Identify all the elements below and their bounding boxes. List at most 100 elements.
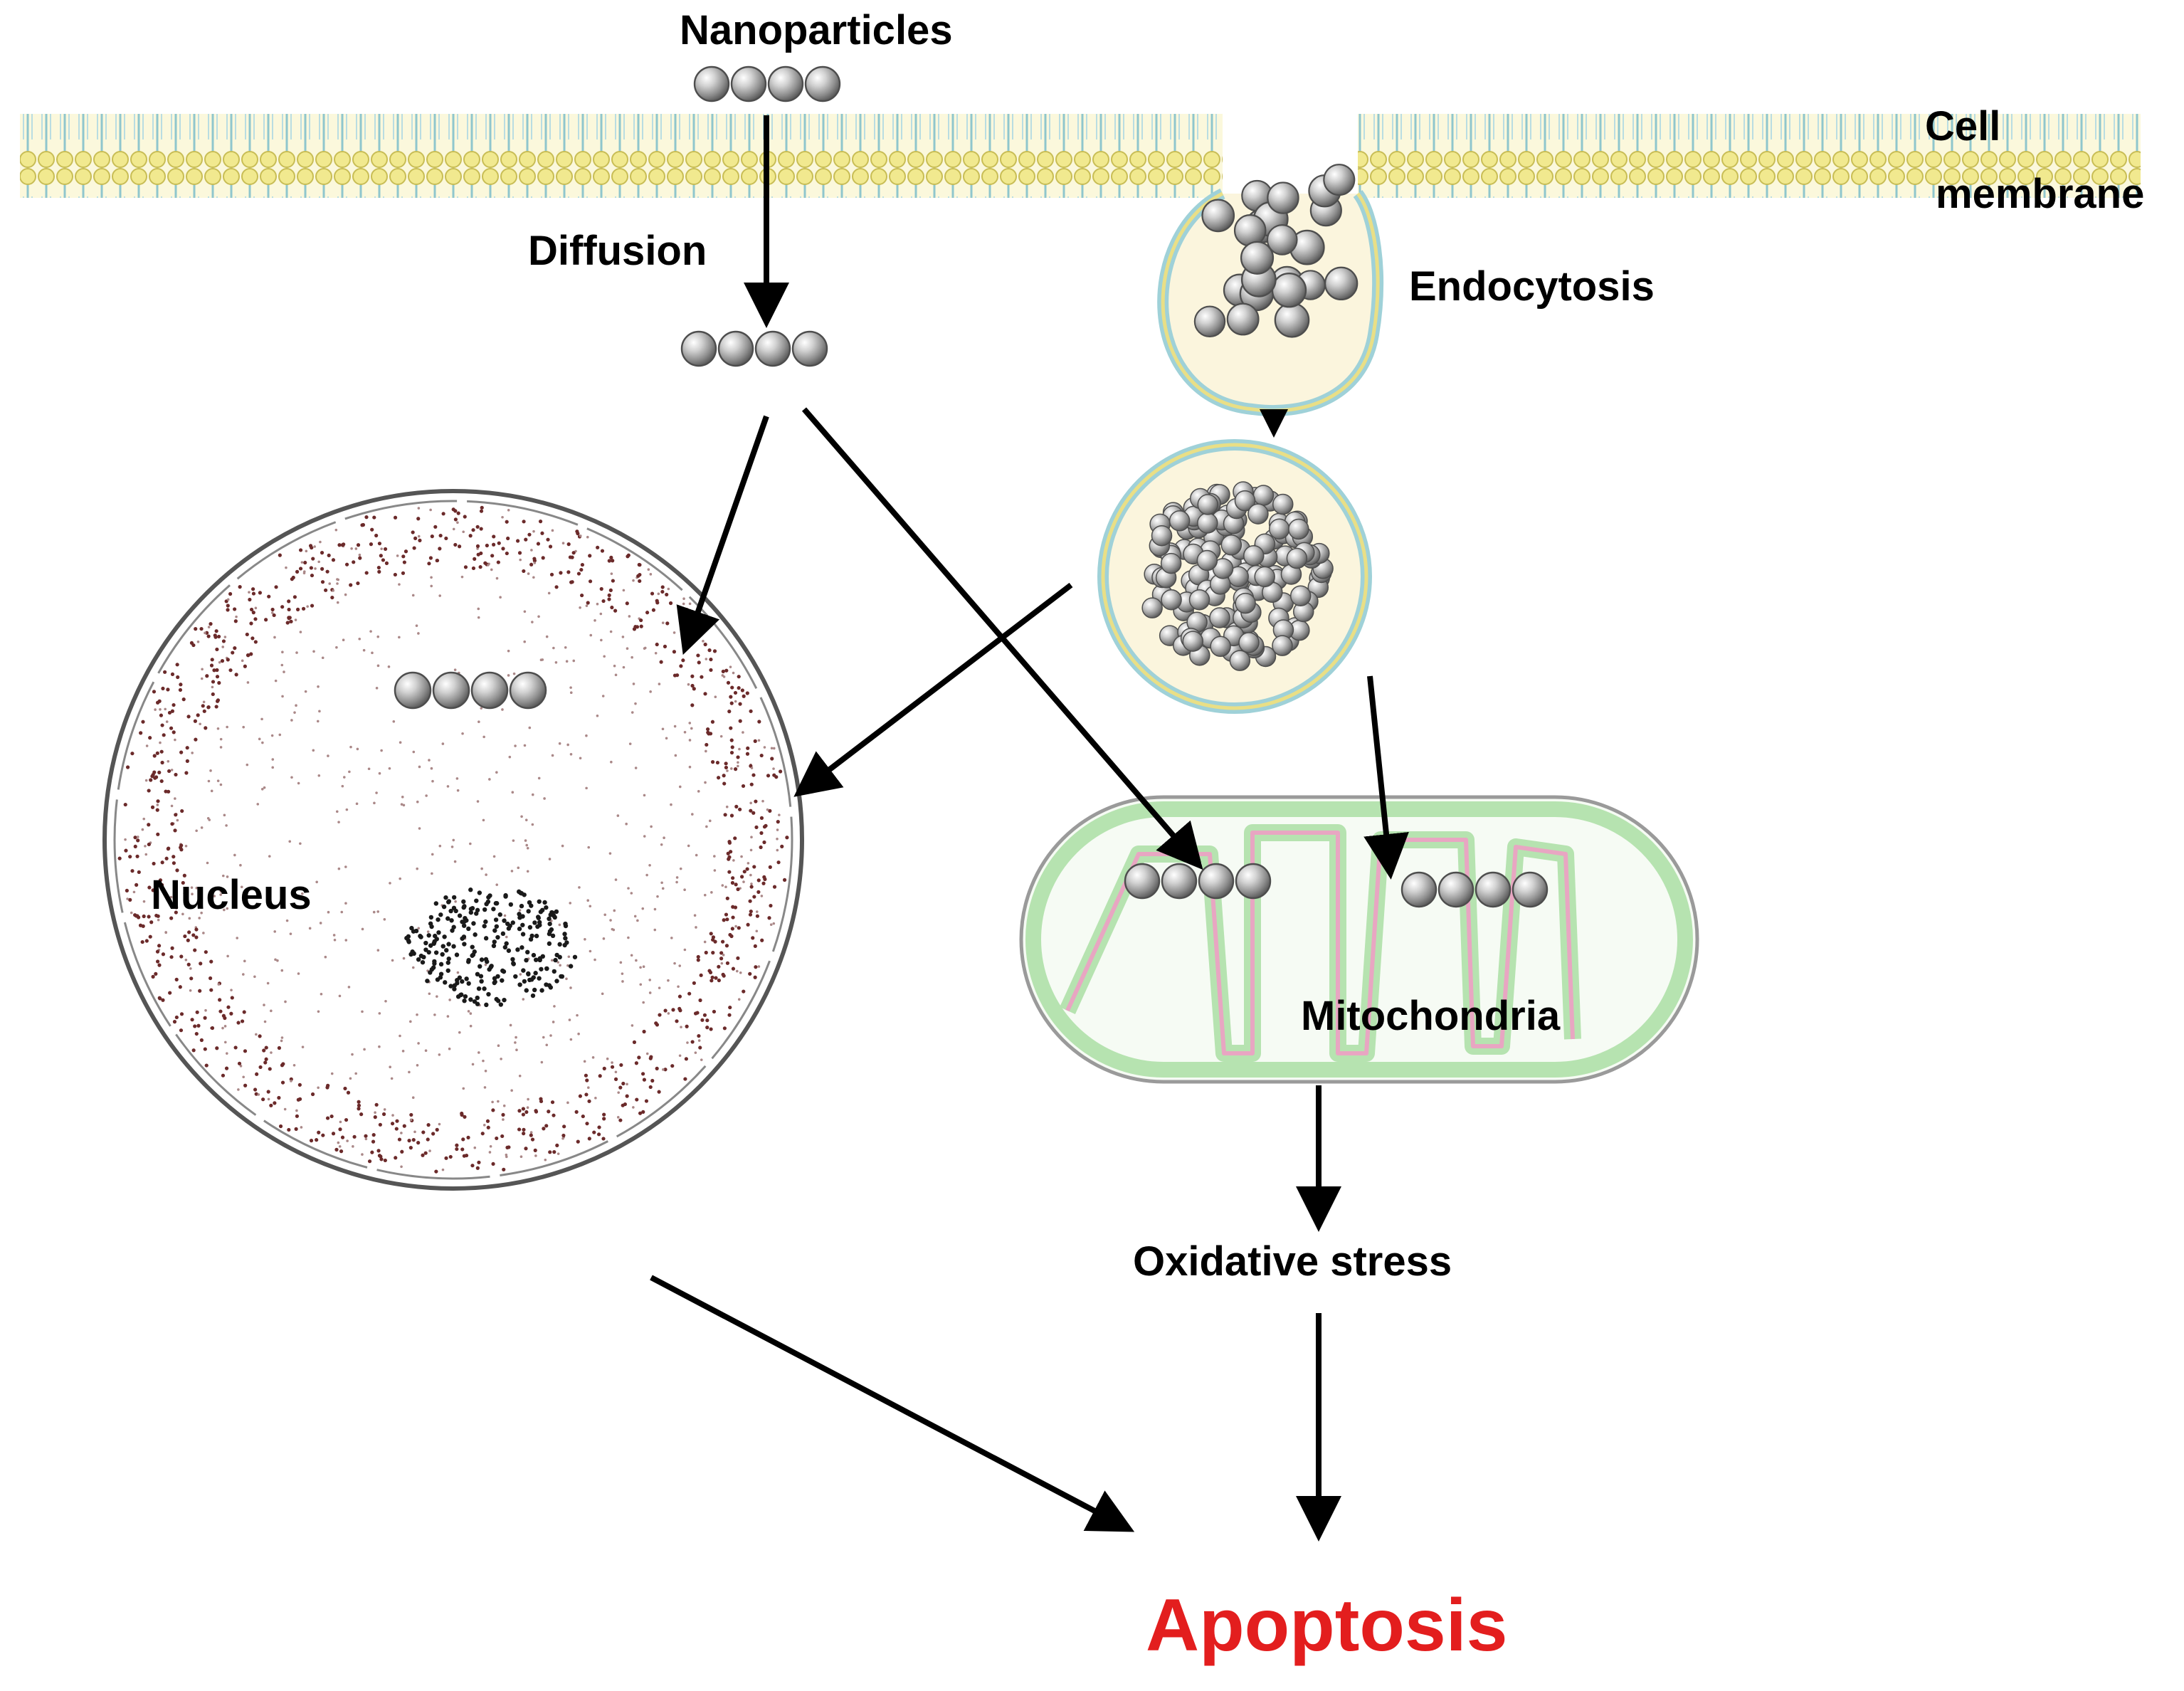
chromatin-dot — [667, 587, 670, 591]
nucleolus-dot — [482, 986, 487, 991]
chromatin-dot — [724, 762, 728, 766]
chromatin-dot — [670, 1064, 675, 1068]
chromatin-dot — [150, 805, 155, 809]
chromatin-dot — [552, 1150, 556, 1154]
chromatin-dot — [569, 1038, 573, 1041]
chromatin-dot — [369, 542, 374, 547]
chromatin-dot — [378, 1045, 381, 1048]
chromatin-dot — [215, 647, 219, 652]
nucleolus-dot — [502, 944, 508, 950]
nucleolus-dot — [547, 983, 552, 988]
chromatin-dot — [692, 981, 696, 985]
chromatin-dot — [217, 680, 221, 685]
chromatin-dot — [378, 1012, 381, 1015]
nucleolus-dot — [441, 904, 447, 910]
chromatin-dot — [446, 1015, 450, 1018]
chromatin-dot — [444, 536, 448, 541]
chromatin-dot — [719, 734, 723, 738]
chromatin-dot — [594, 618, 596, 622]
chromatin-dot — [584, 937, 586, 941]
chromatin-dot — [418, 538, 422, 542]
chromatin-dot — [340, 543, 344, 547]
chromatin-dot — [576, 1013, 579, 1017]
chromatin-dot — [384, 999, 387, 1003]
chromatin-dot — [174, 738, 176, 742]
chromatin-dot — [334, 528, 338, 532]
chromatin-dot — [340, 910, 344, 914]
nanoparticle-icon — [1198, 863, 1235, 900]
chromatin-dot — [480, 707, 483, 710]
chromatin-dot — [204, 631, 206, 635]
chromatin-dot — [147, 842, 151, 847]
chromatin-dot — [293, 711, 296, 714]
chromatin-dot — [723, 813, 727, 817]
nucleolus-dot — [416, 957, 421, 962]
chromatin-dot — [476, 547, 479, 550]
chromatin-dot — [130, 911, 133, 915]
chromatin-dot — [748, 912, 753, 917]
chromatin-dot — [213, 895, 216, 897]
chromatin-dot — [352, 1145, 354, 1148]
chromatin-dot — [287, 607, 291, 612]
nucleolus-dot — [484, 901, 489, 907]
nucleolus-dot — [431, 941, 436, 947]
chromatin-dot — [389, 882, 391, 885]
nucleolus-dot — [460, 979, 465, 984]
nucleolus-dot — [460, 936, 465, 941]
chromatin-dot — [767, 916, 771, 920]
nanoparticle-icon — [767, 65, 804, 102]
chromatin-dot — [174, 905, 179, 910]
chromatin-dot — [356, 747, 359, 751]
chromatin-dot — [684, 617, 688, 621]
chromatin-dot — [613, 1077, 618, 1081]
chromatin-dot — [453, 542, 458, 547]
chromatin-dot — [349, 745, 352, 749]
chromatin-dot — [634, 702, 637, 705]
nucleolus-dot — [440, 952, 445, 957]
chromatin-dot — [754, 825, 759, 829]
chromatin-dot — [233, 1045, 238, 1050]
nucleolus-dot — [461, 899, 466, 905]
chromatin-dot — [509, 1023, 512, 1027]
chromatin-dot — [336, 582, 339, 585]
chromatin-dot — [167, 769, 172, 774]
nucleolus-dot — [537, 899, 542, 904]
chromatin-dot — [746, 922, 750, 927]
chromatin-dot — [484, 1069, 487, 1073]
chromatin-dot — [514, 744, 517, 747]
chromatin-dot — [155, 808, 159, 812]
chromatin-dot — [661, 621, 665, 624]
nanoparticle-icon — [804, 65, 841, 102]
chromatin-dot — [749, 782, 754, 786]
chromatin-dot — [374, 533, 379, 538]
chromatin-dot — [221, 1013, 226, 1018]
chromatin-dot — [764, 823, 768, 828]
chromatin-dot — [759, 816, 764, 820]
chromatin-dot — [206, 816, 210, 820]
chromatin-dot — [724, 765, 729, 770]
chromatin-dot — [716, 776, 721, 780]
chromatin-dot — [480, 1132, 485, 1136]
nanoparticle-icon — [1323, 164, 1356, 196]
chromatin-dot — [230, 996, 234, 1000]
chromatin-dot — [766, 808, 769, 811]
chromatin-dot — [292, 1064, 296, 1067]
chromatin-dot — [377, 569, 381, 574]
nanoparticle-icon — [1272, 635, 1293, 656]
chromatin-dot — [678, 964, 682, 967]
chromatin-dot — [299, 842, 302, 846]
chromatin-dot — [371, 1133, 376, 1137]
chromatin-dot — [266, 981, 270, 985]
chromatin-dot — [660, 843, 663, 846]
chromatin-dot — [475, 1166, 480, 1170]
chromatin-dot — [305, 549, 308, 553]
chromatin-dot — [519, 973, 522, 976]
chromatin-dot — [338, 994, 342, 998]
chromatin-dot — [610, 1065, 615, 1069]
endocytic-vesicle — [1157, 164, 1384, 417]
chromatin-dot — [428, 1149, 431, 1152]
chromatin-dot — [675, 1019, 679, 1023]
nanoparticle-icon — [1238, 632, 1260, 653]
chromatin-dot — [621, 972, 624, 975]
chromatin-dot — [274, 585, 278, 589]
